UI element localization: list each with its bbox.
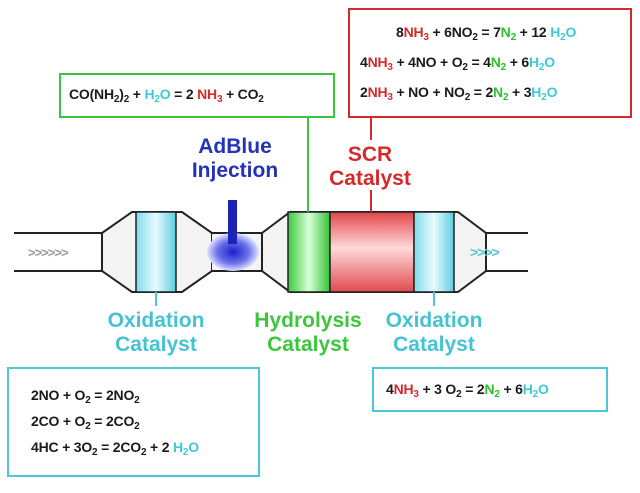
scr-box-connector	[370, 118, 372, 140]
scr-equation-2: 4NH3 + 4NO + O2 = 4N2 + 6H2O	[360, 54, 555, 73]
hydrolysis-catalyst-brick	[287, 211, 331, 293]
hydrolysis-box-connector	[307, 118, 309, 212]
oxidation-right-connector	[433, 292, 435, 306]
oxidation-right-equation-box: 4NH3 + 3 O2 = 2N2 + 6H2O	[372, 367, 608, 412]
outlet-flow-arrows: >>>>	[470, 244, 500, 260]
oxidation-left-equation-3: 4HC + 3O2 = 2CO2 + 2 H2O	[31, 439, 199, 458]
oxidation-catalyst-left-brick	[135, 211, 177, 293]
oxidation-right-equation: 4NH3 + 3 O2 = 2N2 + 6H2O	[386, 381, 549, 400]
scr-equation-3: 2NH3 + NO + NO2 = 2N2 + 3H2O	[360, 84, 558, 103]
oxidation-left-connector	[155, 292, 157, 306]
oxidation-left-equation-1: 2NO + O2 = 2NO2	[31, 387, 140, 406]
oxidation-left-equations-box: 2NO + O2 = 2NO2 2CO + O2 = 2CO2 4HC + 3O…	[7, 367, 260, 477]
oxidation-left-equation-2: 2CO + O2 = 2CO2	[31, 413, 140, 432]
scr-label-connector	[370, 190, 372, 212]
hydrolysis-equation: CO(NH2)2 + H2O = 2 NH3 + CO2	[69, 86, 264, 105]
inlet-pipe	[14, 232, 102, 272]
hydrolysis-equation-box: CO(NH2)2 + H2O = 2 NH3 + CO2	[59, 73, 335, 118]
adblue-spray	[207, 233, 259, 271]
scr-equation-1: 8NH3 + 6NO2 = 7N2 + 12 H2O	[396, 24, 577, 43]
oxidation-catalyst-right-brick	[413, 211, 455, 293]
scr-catalyst-brick	[329, 211, 415, 293]
inlet-flow-arrows: >>>>>>	[28, 245, 69, 260]
scr-equations-box: 8NH3 + 6NO2 = 7N2 + 12 H2O 4NH3 + 4NO + …	[348, 8, 632, 118]
adblue-injector	[228, 200, 237, 244]
outlet-pipe	[486, 232, 528, 272]
